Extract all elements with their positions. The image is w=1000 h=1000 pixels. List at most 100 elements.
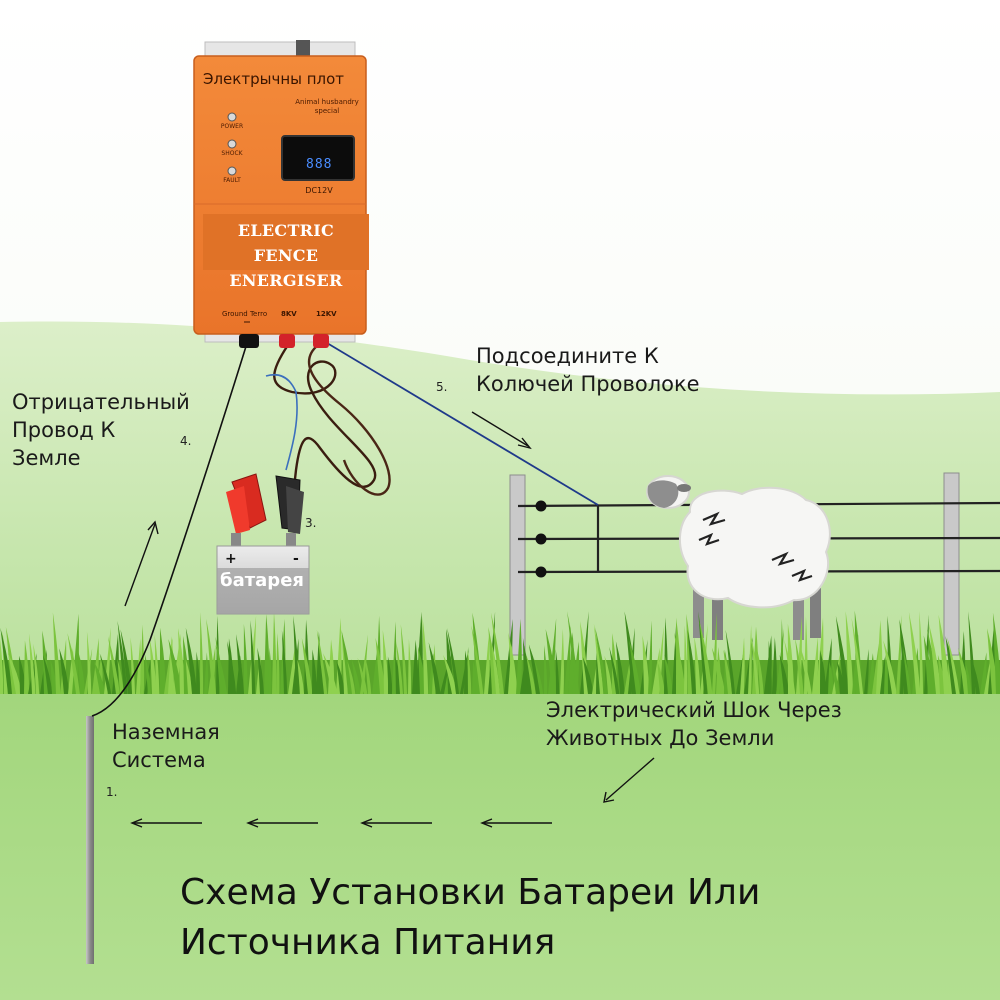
grass-blade bbox=[980, 652, 987, 694]
step-5: 5. bbox=[436, 380, 448, 394]
grass-blade bbox=[593, 623, 604, 694]
grass-blade bbox=[196, 651, 200, 694]
device-heading-line2: ENERGISER bbox=[229, 271, 343, 290]
arrow-to-fence bbox=[471, 411, 529, 447]
grass-blade bbox=[629, 640, 641, 694]
grass-blade bbox=[784, 639, 796, 694]
lcd-readout: 888 bbox=[306, 157, 333, 172]
battery-minus: - bbox=[293, 551, 299, 567]
label-line: Наземная bbox=[112, 720, 220, 744]
grass-blade bbox=[268, 647, 272, 694]
device-heading: ELECTRIC FENCE ENERGISER bbox=[203, 218, 369, 293]
terminal-12kv-label: 12KV bbox=[316, 310, 337, 318]
title-line-1: Схема Установки Батареи Или bbox=[180, 872, 761, 913]
sheep-face bbox=[647, 480, 679, 508]
grass-blade bbox=[467, 648, 472, 694]
grass-blade bbox=[687, 629, 697, 694]
grass-blade bbox=[919, 610, 924, 694]
grass-blade bbox=[272, 611, 277, 694]
grass-blade bbox=[392, 621, 397, 694]
red-clamp-jaw bbox=[226, 486, 250, 534]
label-line: Отрицательный bbox=[12, 390, 190, 414]
title-line-2: Источника Питания bbox=[180, 922, 556, 963]
ground-area bbox=[0, 690, 1000, 1000]
grass-blade bbox=[992, 612, 1000, 694]
arrow-to-fence-head bbox=[517, 437, 532, 450]
grass-blade bbox=[698, 611, 708, 694]
grass-blade bbox=[59, 648, 70, 694]
grass-blade bbox=[674, 632, 686, 694]
grass-blade bbox=[656, 626, 664, 694]
grass-blade bbox=[78, 650, 86, 694]
label-line: Подсоедините К bbox=[476, 344, 659, 368]
label-shock-path: Электрический Шок Через Животных До Земл… bbox=[546, 696, 842, 752]
grass-blade bbox=[736, 647, 745, 694]
grass-blade bbox=[711, 647, 726, 694]
grass-blade bbox=[970, 655, 980, 694]
grass-blade bbox=[206, 618, 217, 694]
arrow-left-head bbox=[130, 818, 143, 828]
grass-blade bbox=[316, 629, 328, 694]
page-title: Схема Установки Батареи Или Источника Пи… bbox=[180, 868, 760, 968]
grass-blade bbox=[336, 660, 345, 694]
grass-blade bbox=[50, 659, 58, 694]
terminal-12kv[interactable] bbox=[313, 334, 329, 348]
grass-blade bbox=[740, 637, 745, 694]
grass-blade bbox=[178, 628, 186, 694]
insulator-middle bbox=[535, 533, 547, 545]
device-heading-band bbox=[203, 214, 369, 270]
arrow-left-head bbox=[360, 818, 373, 828]
grass-blade bbox=[830, 658, 840, 694]
grass-blade bbox=[408, 638, 412, 694]
sheep-body bbox=[679, 486, 831, 609]
grass-blade bbox=[301, 637, 313, 694]
indicator-power-label: POWER bbox=[220, 123, 244, 130]
grass-blade bbox=[185, 659, 193, 694]
grass-blade bbox=[545, 629, 558, 694]
step-3: 3. bbox=[305, 516, 317, 530]
grass-blade bbox=[257, 647, 264, 694]
grass-blade bbox=[382, 630, 389, 694]
grass-blade bbox=[751, 634, 760, 694]
grass-blade bbox=[357, 657, 368, 694]
grass-blade bbox=[250, 620, 256, 694]
grass-blade bbox=[533, 658, 544, 694]
grass-blade bbox=[516, 618, 522, 694]
shock-led-icon bbox=[227, 139, 237, 149]
indicator-fault-label: FAULT bbox=[223, 177, 241, 184]
label-negative-wire: Отрицательный Провод К Земле bbox=[12, 388, 190, 472]
terminal-8kv-label: 8KV bbox=[281, 310, 297, 318]
battery-cable-blue bbox=[265, 374, 298, 471]
grass-blade bbox=[154, 634, 160, 694]
grass-blade bbox=[243, 623, 248, 694]
grass-blade bbox=[523, 643, 532, 694]
grass-blade bbox=[33, 643, 40, 694]
grass-blade bbox=[928, 624, 942, 694]
battery-post-negative bbox=[286, 533, 296, 547]
grass-blade bbox=[812, 637, 819, 694]
ground-wire bbox=[91, 339, 249, 717]
grass-blade bbox=[795, 638, 804, 694]
grass-blade bbox=[832, 652, 841, 694]
terminal-ground-label: Ground Terro bbox=[222, 310, 268, 318]
grass-blade bbox=[642, 635, 650, 694]
grass-blade bbox=[281, 630, 288, 694]
grass-blade bbox=[896, 614, 902, 694]
grass-blade bbox=[204, 652, 209, 694]
label-line: Электрический Шок Через bbox=[546, 698, 842, 722]
ground-rod bbox=[86, 716, 94, 964]
grass-blade bbox=[471, 625, 484, 694]
grass-blade bbox=[491, 612, 504, 694]
grass-blade bbox=[799, 643, 812, 694]
terminal-ground[interactable] bbox=[239, 334, 259, 348]
label-line: Система bbox=[112, 748, 206, 772]
sheep-leg bbox=[810, 588, 821, 638]
terminal-8kv[interactable] bbox=[279, 334, 295, 348]
grass-blade bbox=[93, 660, 106, 694]
grass-blade bbox=[987, 628, 998, 694]
step-4: 4. bbox=[180, 434, 192, 448]
label-connect-barbed: Подсоедините К Колючей Проволоке bbox=[476, 342, 700, 398]
device-voltage: DC12V bbox=[305, 186, 333, 195]
